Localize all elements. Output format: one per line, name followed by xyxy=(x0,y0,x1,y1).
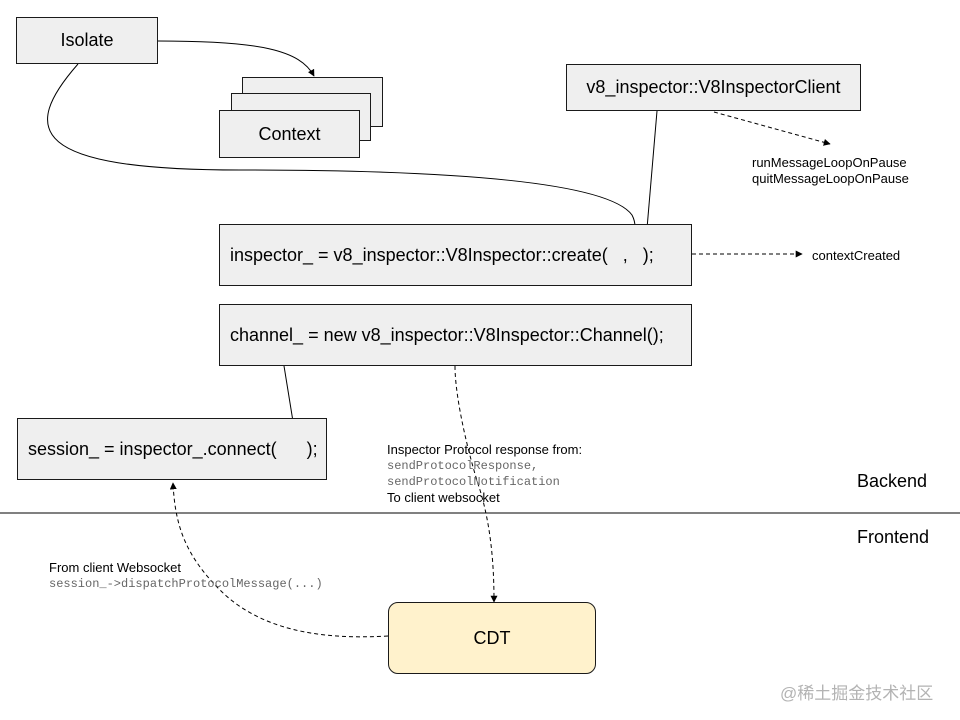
isolate-label: Isolate xyxy=(60,30,114,50)
arrow-isolate-to-create xyxy=(47,63,636,253)
dispatch-protocol-message-label: session_->dispatchProtocolMessage(...) xyxy=(49,577,323,591)
cdt-box: CDT xyxy=(388,602,596,674)
quit-message-loop-label: quitMessageLoopOnPause xyxy=(752,171,909,186)
protocol-response-title: Inspector Protocol response from: xyxy=(387,442,583,457)
inspector-client-box: v8_inspector::V8InspectorClient xyxy=(566,64,861,111)
watermark: @稀土掘金技术社区 xyxy=(780,684,934,703)
channel-box: channel_ = new v8_inspector::V8Inspector… xyxy=(219,304,692,366)
session-box: session_ = inspector_.connect( ); xyxy=(17,418,327,480)
cdt-label: CDT xyxy=(473,627,511,648)
client-methods-label: runMessageLoopOnPause quitMessageLoopOnP… xyxy=(752,155,909,187)
inspector-client-label: v8_inspector::V8InspectorClient xyxy=(586,77,841,97)
send-protocol-response-label: sendProtocolResponse, xyxy=(387,459,539,473)
from-client-label: From client Websocket session_->dispatch… xyxy=(49,560,323,592)
to-client-websocket-label: To client websocket xyxy=(387,490,500,505)
context-label: Context xyxy=(258,123,321,144)
arrow-client-to-loop-methods xyxy=(713,111,831,146)
protocol-response-label: Inspector Protocol response from: sendPr… xyxy=(387,442,582,506)
inspector-create-box: inspector_ = v8_inspector::V8Inspector::… xyxy=(219,224,692,286)
inspector-create-label: inspector_ = v8_inspector::V8Inspector::… xyxy=(230,244,654,265)
arrow-cdt-to-session xyxy=(169,482,389,638)
context-box: Context xyxy=(219,110,360,158)
arrow-channel-to-cdt xyxy=(454,365,498,603)
arrow-isolate-to-context xyxy=(157,40,315,77)
frontend-label: Frontend xyxy=(857,527,930,547)
run-message-loop-label: runMessageLoopOnPause xyxy=(752,155,907,170)
from-client-title: From client Websocket xyxy=(49,560,181,575)
channel-label: channel_ = new v8_inspector::V8Inspector… xyxy=(230,324,664,345)
isolate-box: Isolate xyxy=(16,17,158,64)
send-protocol-notification-label: sendProtocolNotification xyxy=(387,475,560,489)
backend-label: Backend xyxy=(857,471,928,491)
context-created-label: contextCreated xyxy=(812,248,901,263)
session-label: session_ = inspector_.connect( ); xyxy=(28,438,318,459)
